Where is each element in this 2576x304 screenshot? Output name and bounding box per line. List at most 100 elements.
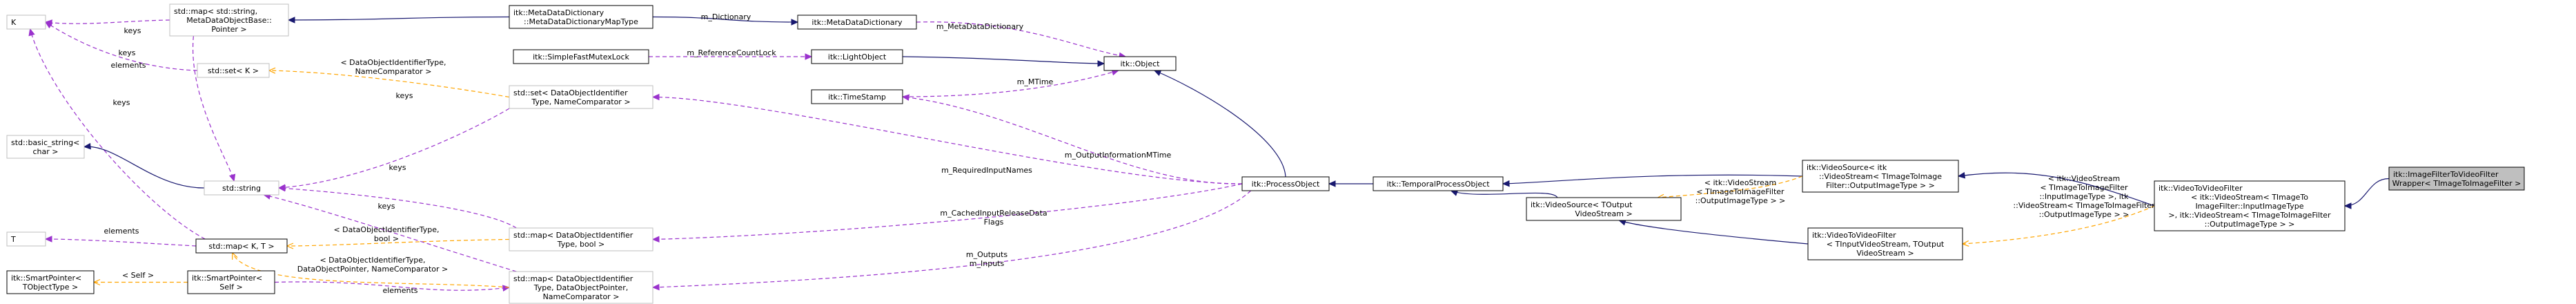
node-box: [1103, 56, 1177, 71]
node-basic-string[interactable]: std::basic_string<char >: [6, 135, 85, 159]
edge-label-outputs: m_Inputs: [970, 259, 1005, 268]
node-label-line: itk::VideoToVideoFilter: [1812, 231, 1896, 240]
edge-videotovideo-videosource: [1619, 220, 1809, 245]
node-set-K[interactable]: std::set< K >: [197, 63, 270, 78]
edge-label-tmpl-videotovideo: ::InputImageType >, itk: [2039, 192, 2129, 201]
edge-label-cached: m_CachedInputReleaseData: [940, 209, 1047, 218]
edge-label-elements-sp: elements: [382, 286, 417, 295]
edge-timestamp-mtime: [902, 70, 1119, 97]
edge-lightobject-object: [902, 56, 1105, 64]
node-label-line: itk::TimeStamp: [828, 93, 886, 102]
node-box: [204, 180, 279, 196]
node-string[interactable]: std::string: [204, 180, 279, 196]
edge-label-mtime: m_MTime: [1017, 77, 1054, 86]
edge-map-bool-keys: [278, 187, 517, 229]
edge-videotovideo-template: [1962, 205, 2155, 245]
node-box: [509, 85, 653, 109]
node-temporal[interactable]: itk::TemporalProcessObject: [1373, 176, 1504, 191]
node-map-dataobjid-pointer[interactable]: std::map< DataObjectIdentifierType, Data…: [509, 271, 653, 304]
edge-label-tmpl-videotovideo: ::VideoStream< TImageToImageFilter: [2013, 201, 2155, 210]
edge-label-cached: Flags: [984, 218, 1004, 227]
node-map-dataobjid-bool[interactable]: std::map< DataObjectIdentifierType, bool…: [509, 227, 653, 251]
edge-metadictmap-metadict: [652, 16, 798, 23]
node-T[interactable]: T: [6, 231, 46, 247]
node-label-line: VideoStream >: [1856, 249, 1914, 258]
node-label-line: MetaDataObjectBase::: [186, 16, 272, 25]
node-label-line: Pointer >: [211, 25, 246, 34]
node-label-line: K: [11, 18, 17, 27]
arrow-head: [1097, 60, 1105, 67]
arrow-head: [791, 19, 799, 26]
node-box: [509, 227, 653, 251]
node-box: [811, 49, 903, 64]
node-label-line: itk::VideoSource< itk: [1807, 163, 1887, 172]
edge-label-elements-map-string: elements: [110, 61, 146, 70]
node-lightobject[interactable]: itk::LightObject: [811, 49, 903, 64]
node-K[interactable]: K: [6, 15, 46, 30]
node-label-line: < TInputVideoStream, TOutput: [1827, 240, 1945, 249]
node-label-line: >, itk::VideoStream< TImageToImageFilter: [2168, 211, 2331, 220]
node-label-line: itk::VideoSource< TOutput: [1531, 200, 1633, 209]
arrow-head: [651, 236, 660, 243]
node-label-line: std::map< std::string,: [174, 7, 257, 16]
edge-labels-layer: keys elements keys keys elements < Self > elem…: [104, 12, 2155, 295]
node-box: [509, 5, 653, 29]
node-map-string-pointer[interactable]: std::map< std::string,MetaDataObjectBase…: [169, 3, 289, 37]
node-metadict-map[interactable]: itk::MetaDataDictionary::MetaDataDiction…: [509, 5, 653, 29]
edge-string-basic-string: [83, 146, 205, 189]
edge-label-keys-set-dataobj: keys: [396, 91, 413, 100]
node-label-line: itk::MetaDataDictionary: [513, 8, 604, 17]
node-box: [197, 63, 270, 78]
node-fastmutex[interactable]: itk::SimpleFastMutexLock: [513, 49, 649, 64]
edge-label-keys-set-K: keys: [119, 48, 136, 57]
node-box: [513, 49, 649, 64]
edge-label-tmpl-set: NameComparator >: [355, 67, 432, 76]
edge-set-dataobj-template: [268, 70, 510, 98]
edge-map-bool-template: [286, 238, 510, 247]
edge-label-keys-map-ptr: keys: [378, 202, 395, 211]
node-videotovideo-img[interactable]: itk::VideoToVideoFilter< itk::VideoStrea…: [2154, 180, 2346, 231]
node-label-line: ImageFilter::InputImageType: [2195, 202, 2303, 211]
edge-process-outputs: [652, 190, 1252, 288]
node-metadict[interactable]: itk::MetaDataDictionary: [797, 15, 917, 30]
edge-label-elements-map-KT: elements: [104, 227, 139, 236]
edge-map-string-keys: [45, 19, 170, 24]
node-smartpointer-T[interactable]: itk::SmartPointer<TObjectType >: [6, 270, 95, 294]
node-videosource-img[interactable]: itk::VideoSource< itk::VideoStream< TIma…: [1802, 160, 1959, 193]
arrow-head: [1328, 180, 1336, 187]
arrow-head: [277, 184, 286, 192]
edge-metadict-object: [916, 21, 1126, 57]
edge-label-self: < Self >: [122, 271, 154, 280]
node-label-line: itk::LightObject: [828, 53, 887, 61]
node-videotovideo-tin[interactable]: itk::VideoToVideoFilter< TInputVideoStre…: [1807, 227, 1963, 260]
node-label-line: itk::TemporalProcessObject: [1386, 180, 1490, 189]
node-set-dataobjid[interactable]: std::set< DataObjectIdentifierType, Name…: [509, 85, 653, 109]
node-box: [6, 270, 95, 294]
node-map-K-T[interactable]: std::map< K, T >: [195, 238, 288, 254]
edge-map-ptr-template: [232, 252, 510, 288]
node-label-line: itk::SmartPointer<: [11, 274, 81, 283]
node-label-line: Self >: [219, 283, 242, 292]
arrow-head: [83, 142, 91, 150]
node-processobject[interactable]: itk::ProcessObject: [1241, 176, 1330, 191]
edge-label-tmpl-ptr: DataObjectPointer, NameComparator >: [297, 265, 449, 274]
edge-set-K-keys: [45, 21, 198, 71]
node-label-line: std::basic_string<: [11, 138, 79, 147]
node-box: [2154, 180, 2346, 231]
edge-videosource-temporal: [1451, 190, 1558, 198]
node-object[interactable]: itk::Object: [1103, 56, 1177, 71]
node-label-line: std::map< DataObjectIdentifier: [513, 231, 633, 240]
node-smartpointer-self[interactable]: itk::SmartPointer<Self >: [187, 270, 275, 294]
node-box: [195, 238, 288, 254]
node-box: [1807, 227, 1963, 260]
node-label-line: std::map< K, T >: [208, 242, 274, 251]
edge-label-tmpl-videosource: < TImageToImageFilter: [1696, 187, 1784, 196]
edge-label-tmpl-videotovideo: < itk::VideoStream: [2048, 174, 2120, 183]
edge-label-outputs: m_Outputs: [966, 250, 1007, 259]
node-timestamp[interactable]: itk::TimeStamp: [811, 89, 903, 104]
arrow-head: [44, 21, 53, 29]
edge-label-tmpl-videotovideo: < TImageToImageFilter: [2040, 183, 2128, 192]
node-label-line: NameComparator >: [543, 292, 620, 301]
